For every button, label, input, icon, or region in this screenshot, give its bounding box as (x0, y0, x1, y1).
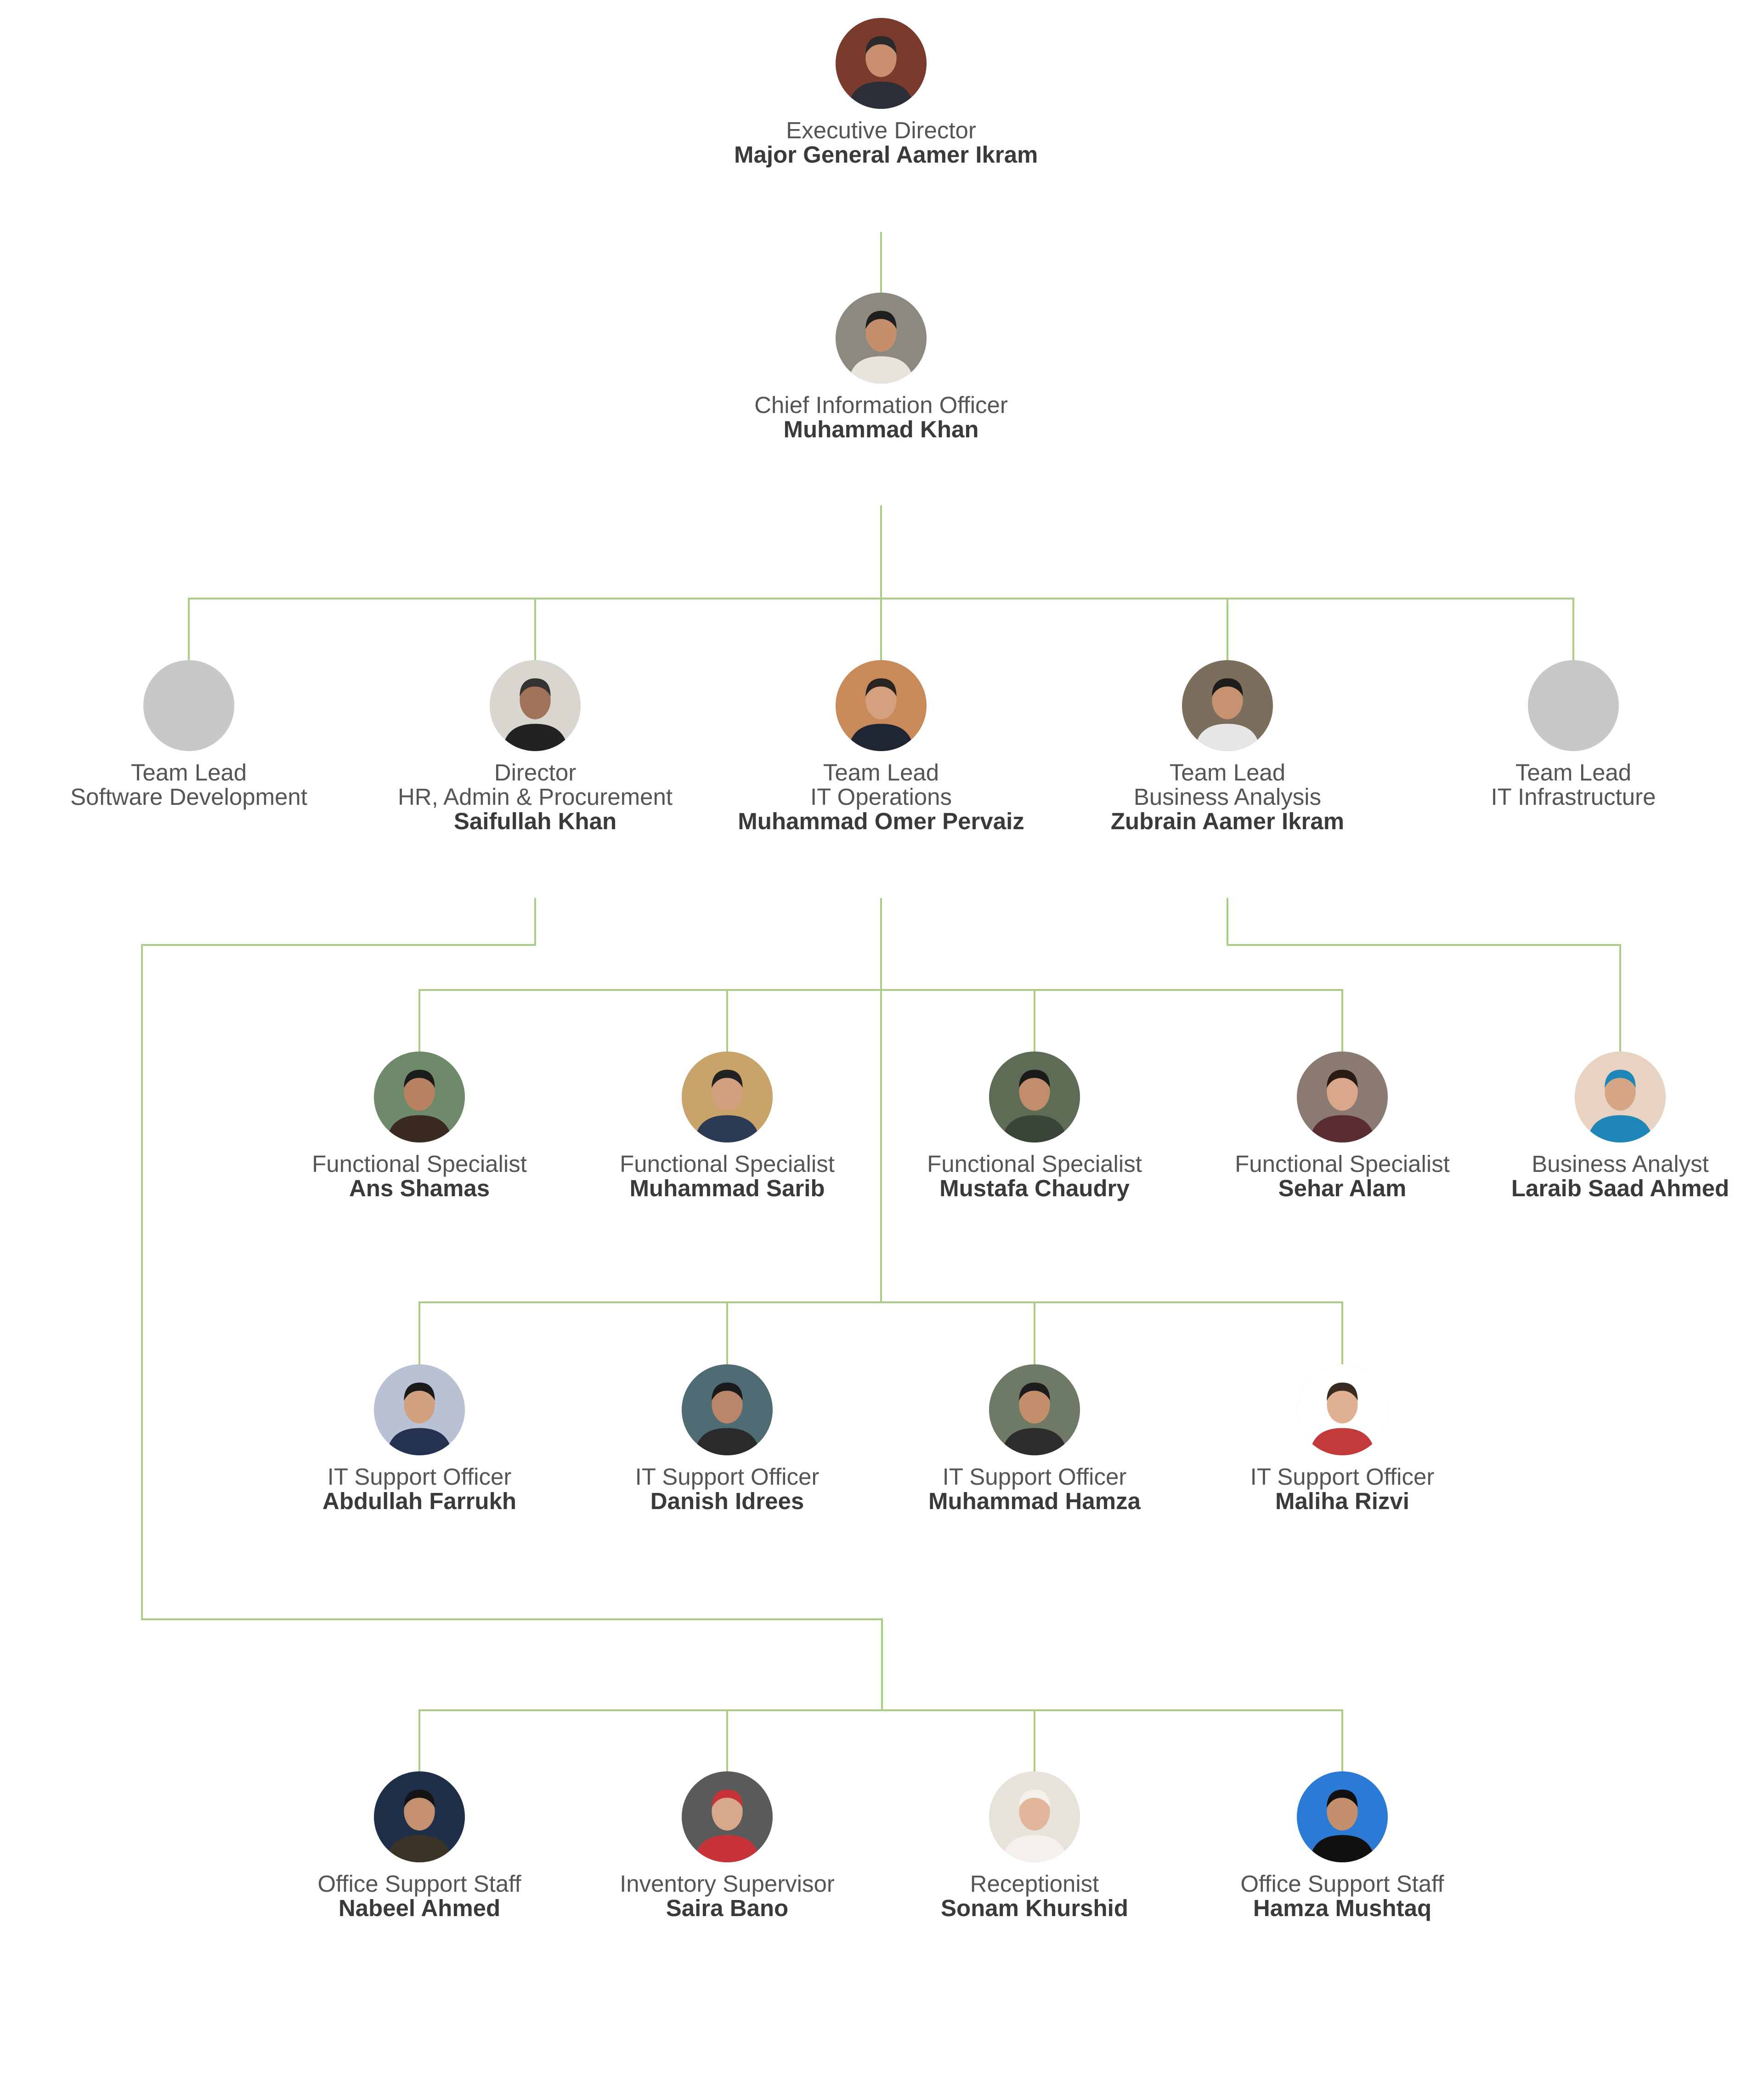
role-department: Software Development (70, 784, 307, 810)
profile-photo (836, 660, 927, 751)
person-name: Muhammad Khan (783, 416, 979, 442)
role-title: IT Support Officer (942, 1464, 1127, 1490)
connector-business-analyst (1227, 898, 1621, 1081)
role-title: Executive Director (786, 117, 976, 143)
role-department: IT Operations (810, 784, 952, 810)
role-title: IT Support Officer (327, 1464, 512, 1490)
connector-hr-to-staff (141, 898, 883, 1710)
profile-photo-placeholder (1528, 660, 1619, 751)
person-name: Mustafa Chaudry (939, 1175, 1130, 1201)
role-title: Team Lead (823, 759, 939, 786)
profile-photo (989, 1771, 1080, 1862)
role-title: Office Support Staff (317, 1871, 521, 1897)
profile-photo-placeholder (143, 660, 234, 751)
person-name: Danish Idrees (650, 1488, 804, 1514)
role-title: Chief Information Officer (754, 392, 1008, 418)
profile-photo (989, 1364, 1080, 1455)
profile-photo (682, 1364, 773, 1455)
role-title: Functional Specialist (312, 1151, 527, 1177)
person-name: Sehar Alam (1278, 1175, 1407, 1201)
role-title: Team Lead (130, 759, 247, 786)
role-title: Business Analyst (1532, 1151, 1709, 1177)
person-name: Hamza Mushtaq (1253, 1895, 1432, 1921)
role-title: Team Lead (1169, 759, 1286, 786)
person-name: Laraib Saad Ahmed (1511, 1175, 1730, 1201)
role-title: Receptionist (970, 1871, 1099, 1897)
person-name: Saifullah Khan (453, 808, 617, 834)
role-department: HR, Admin & Procurement (397, 784, 673, 810)
role-department: Business Analysis (1133, 784, 1322, 810)
profile-photo (836, 18, 927, 109)
role-title: IT Support Officer (635, 1464, 820, 1490)
profile-photo (1575, 1052, 1666, 1142)
role-title: Team Lead (1515, 759, 1632, 786)
profile-photo (1297, 1771, 1388, 1862)
person-name: Abdullah Farrukh (322, 1488, 517, 1514)
person-name: Zubrain Aamer Ikram (1110, 808, 1345, 834)
role-title: Functional Specialist (620, 1151, 835, 1177)
person-name: Maliha Rizvi (1275, 1488, 1409, 1514)
role-title: Functional Specialist (927, 1151, 1142, 1177)
role-title: IT Support Officer (1250, 1464, 1435, 1490)
person-name: Major General Aamer Ikram (734, 141, 1038, 168)
profile-photo (1297, 1052, 1388, 1142)
profile-photo (374, 1052, 465, 1142)
role-department: IT Infrastructure (1491, 784, 1656, 810)
profile-photo (1182, 660, 1273, 751)
role-title: Director (494, 759, 577, 786)
person-name: Muhammad Omer Pervaiz (738, 808, 1024, 834)
profile-photo (989, 1052, 1080, 1142)
profile-photo (490, 660, 581, 751)
connector-cio-to-leads (188, 505, 1574, 690)
person-name: Sonam Khurshid (940, 1895, 1129, 1921)
profile-photo (682, 1052, 773, 1142)
role-title: Functional Specialist (1235, 1151, 1450, 1177)
person-name: Muhammad Sarib (629, 1175, 825, 1201)
person-name: Nabeel Ahmed (338, 1895, 501, 1921)
profile-photo (374, 1771, 465, 1862)
profile-photo (374, 1364, 465, 1455)
person-name: Muhammad Hamza (928, 1488, 1141, 1514)
role-title: Office Support Staff (1240, 1871, 1444, 1897)
role-title: Inventory Supervisor (620, 1871, 835, 1897)
profile-photo (1297, 1364, 1388, 1455)
person-name: Saira Bano (666, 1895, 789, 1921)
profile-photo (836, 293, 927, 384)
person-name: Ans Shamas (349, 1175, 490, 1201)
profile-photo (682, 1771, 773, 1862)
